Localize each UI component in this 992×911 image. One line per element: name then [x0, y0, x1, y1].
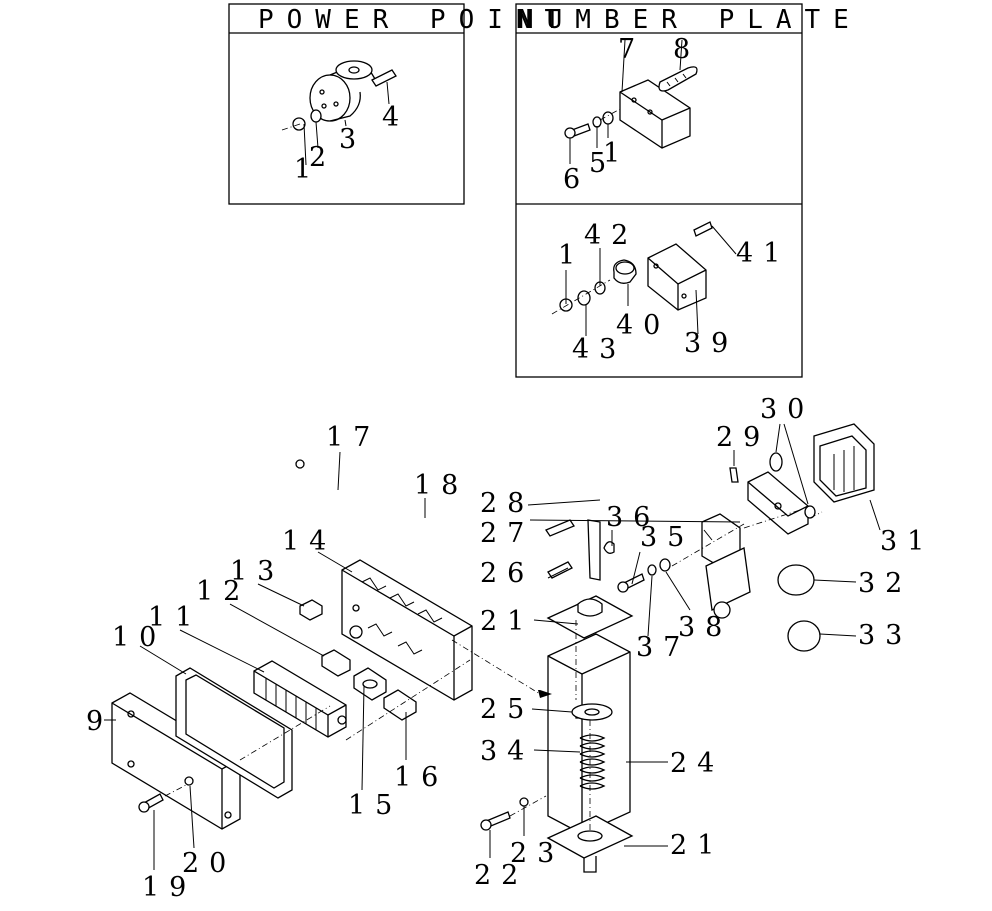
callout-18: 18	[414, 470, 468, 501]
callout-21-lower: 21	[670, 830, 724, 861]
callout-22: 22	[474, 860, 528, 891]
power-point-title: POWER POINT	[258, 5, 573, 35]
callout-30: 30	[760, 394, 814, 425]
callout-25: 25	[480, 694, 534, 725]
stand-column-drawing	[480, 595, 634, 873]
callout-1-plate: 1	[603, 138, 630, 169]
callout-40: 40	[616, 310, 670, 341]
loop-cable-drawing	[381, 510, 467, 606]
callout-9: 9	[86, 706, 113, 737]
callout-38: 38	[678, 612, 732, 643]
callout-2: 2	[309, 142, 336, 173]
callout-labels: 1 2 3 4 7 8 6 5 1 42 1 41 40 43 39 17 18…	[86, 34, 934, 903]
callout-12: 12	[196, 576, 250, 607]
callout-20: 20	[182, 848, 236, 879]
lamp-arm-drawing	[587, 485, 751, 619]
callout-24: 24	[670, 748, 724, 779]
callout-35: 35	[640, 522, 694, 553]
callout-4: 4	[382, 102, 409, 133]
callout-17: 17	[326, 422, 380, 453]
callout-19: 19	[142, 872, 196, 903]
callout-23: 23	[510, 838, 564, 869]
callout-6: 6	[563, 164, 590, 195]
cable-drawing	[295, 459, 375, 549]
callout-28: 28	[480, 488, 534, 519]
callout-5: 5	[589, 148, 616, 179]
callout-16: 16	[394, 762, 448, 793]
callout-21: 21	[480, 606, 534, 637]
callout-34: 34	[480, 736, 534, 767]
callout-27: 27	[480, 518, 534, 549]
number-plate-bracket-drawing	[564, 39, 698, 164]
callout-8: 8	[673, 34, 700, 65]
callout-37: 37	[636, 632, 690, 663]
mounting-bracket-drawing	[341, 559, 473, 701]
leader-lines	[104, 423, 881, 870]
callout-1-block: 1	[558, 240, 585, 271]
small-parts-drawing	[299, 599, 417, 721]
callout-10: 10	[112, 622, 166, 653]
callout-33: 33	[858, 620, 912, 651]
callout-32: 32	[858, 568, 912, 599]
callout-11: 11	[148, 602, 202, 633]
callout-42: 42	[584, 220, 638, 251]
callout-1: 1	[294, 154, 321, 185]
callout-31: 31	[880, 526, 934, 557]
callout-14: 14	[282, 526, 336, 557]
power-point-socket-drawing	[281, 60, 397, 166]
number-plate-title: NUMBER PLATE	[518, 5, 862, 35]
lamp-lens-drawing	[777, 564, 821, 652]
callout-3: 3	[339, 124, 366, 155]
callout-7: 7	[618, 34, 645, 65]
callout-36: 36	[606, 502, 660, 533]
callout-29: 29	[716, 422, 770, 453]
assembly-centerlines	[239, 509, 823, 830]
number-plate-block-drawing	[551, 221, 737, 336]
lamp-bracket-drawing	[729, 423, 875, 535]
callout-15: 15	[348, 790, 402, 821]
callout-39: 39	[684, 328, 738, 359]
callout-43: 43	[572, 334, 626, 365]
number-plate-inset	[515, 3, 803, 378]
terminal-block-drawing	[253, 660, 347, 738]
power-point-inset	[228, 3, 465, 205]
callout-13: 13	[230, 556, 284, 587]
callout-26: 26	[480, 558, 534, 589]
gasket-frame-drawing	[175, 667, 293, 799]
callout-41: 41	[736, 238, 790, 269]
